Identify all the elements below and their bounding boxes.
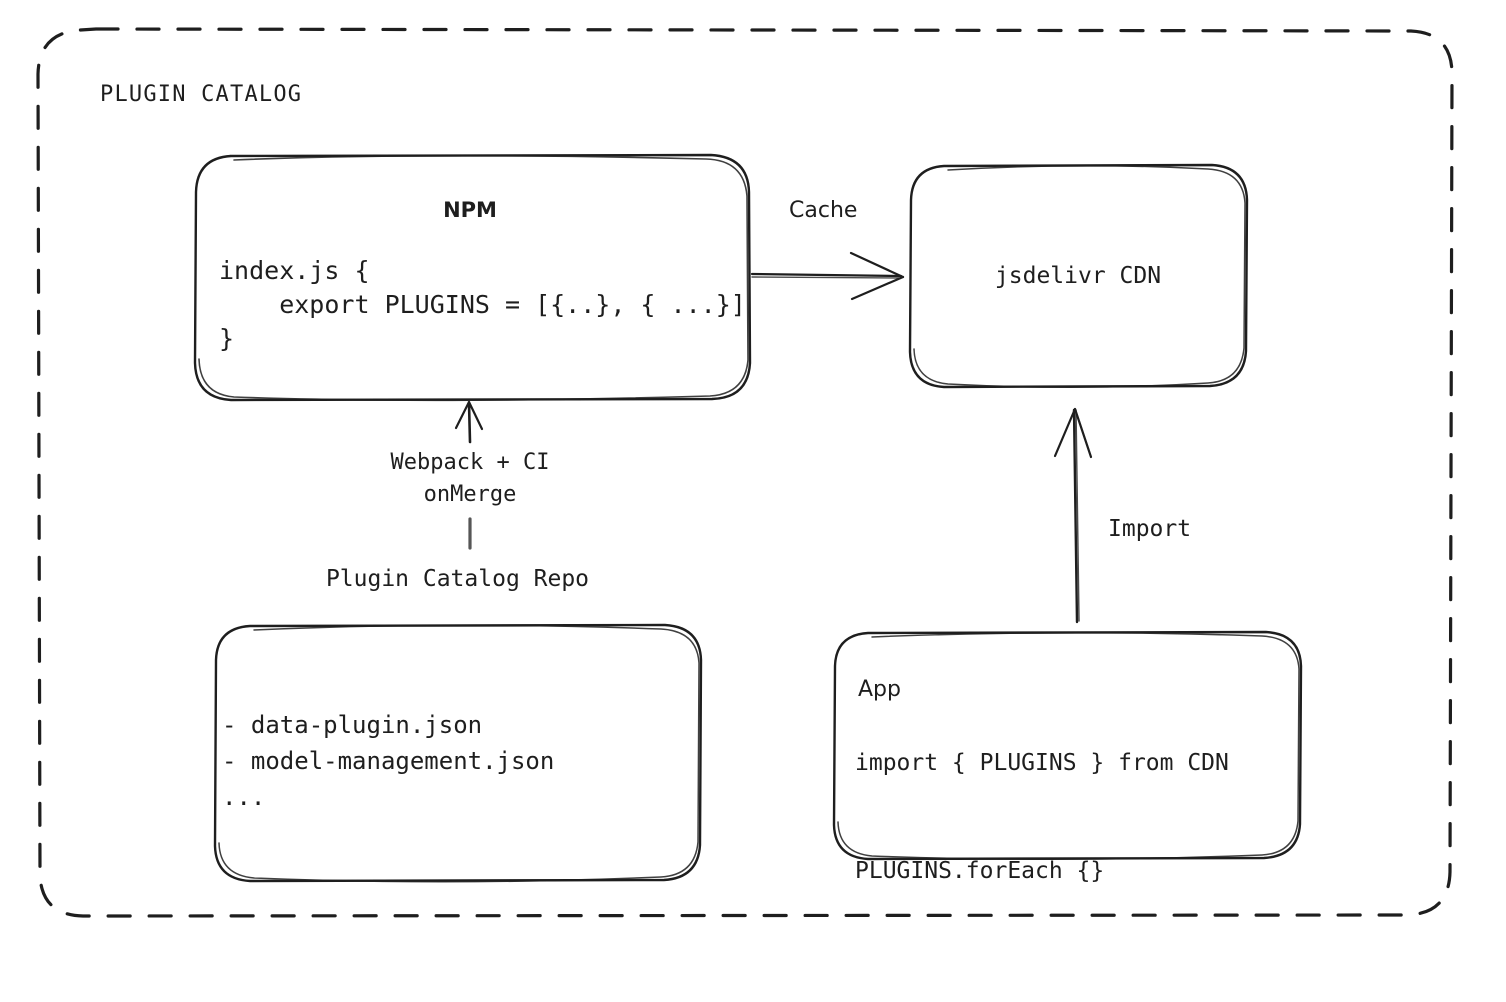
repo-box-caption: Plugin Catalog Repo bbox=[325, 566, 590, 592]
app-box-title: App bbox=[858, 677, 901, 702]
cdn-box-label: jsdelivr CDN bbox=[994, 263, 1162, 289]
cache-edge-label: Cache bbox=[789, 198, 858, 223]
npm-box-title: NPM bbox=[443, 198, 497, 222]
import-edge-label: Import bbox=[1108, 516, 1192, 542]
cache-arrow bbox=[750, 251, 905, 301]
npm-box-code: index.js { export PLUGINS = [{..}, { ...… bbox=[219, 256, 746, 353]
plugin-catalog-group-label: PLUGIN CATALOG bbox=[100, 82, 303, 107]
app-box-code: import { PLUGINS } from CDN PLUGINS.forE… bbox=[855, 750, 1229, 884]
import-arrow bbox=[1053, 407, 1093, 624]
repo-box-file-list: - data-plugin.json - model-management.js… bbox=[222, 711, 555, 811]
build-edge-label: Webpack + CI onMerge bbox=[390, 450, 550, 507]
